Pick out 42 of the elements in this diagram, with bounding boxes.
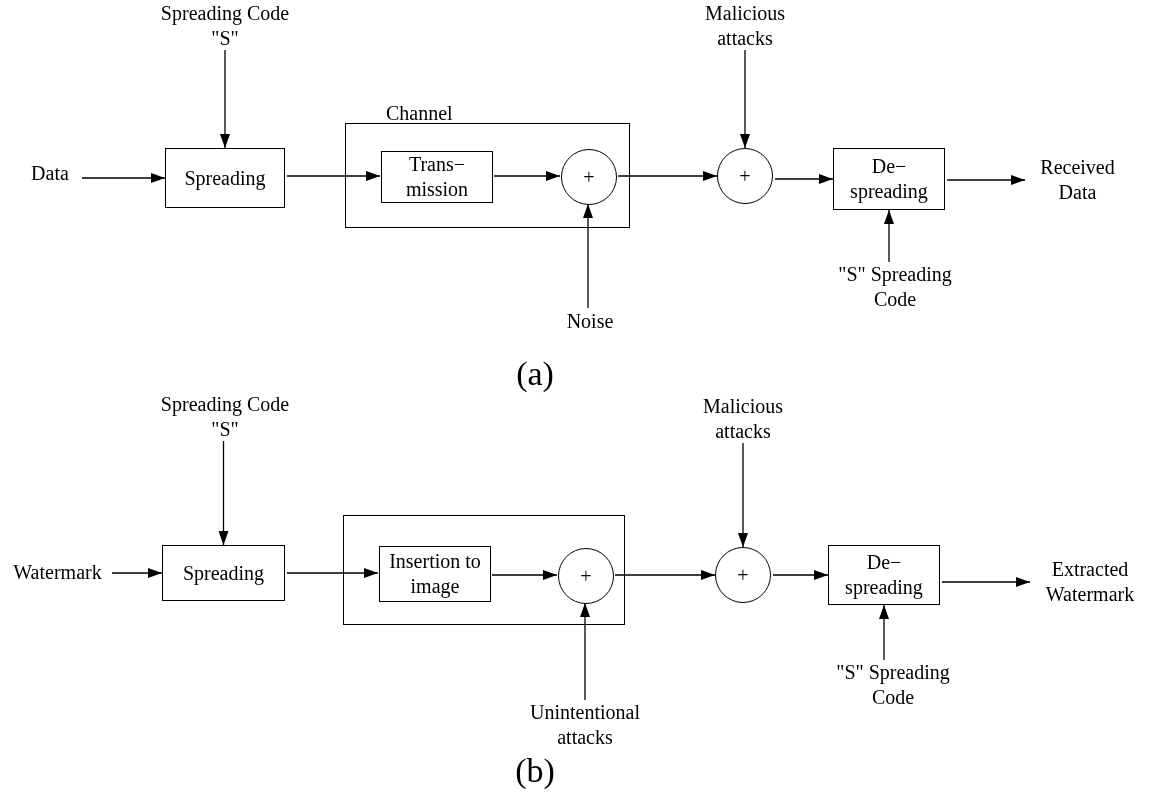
text-label: "S" Spreading Code xyxy=(818,660,968,710)
arrow xyxy=(879,604,889,661)
text-label: "S" Spreading Code xyxy=(820,262,970,312)
text-label: Unintentional attacks xyxy=(520,700,650,750)
arrow xyxy=(738,442,748,548)
process-box: De− spreading xyxy=(833,148,945,210)
arrow xyxy=(111,568,163,578)
process-box: De− spreading xyxy=(828,545,940,605)
process-box: Insertion to image xyxy=(379,546,491,602)
panel-label: (b) xyxy=(514,751,556,791)
arrow xyxy=(218,440,229,546)
arrow xyxy=(491,570,558,580)
arrow xyxy=(772,570,829,580)
text-label: Watermark xyxy=(5,559,110,585)
arrow xyxy=(493,171,561,181)
text-label: Noise xyxy=(555,308,625,334)
text-label: Received Data xyxy=(1025,155,1130,205)
arrow xyxy=(614,570,716,580)
panel-label: (a) xyxy=(515,354,555,394)
text-label: Malicious attacks xyxy=(690,2,800,50)
text-label: Extracted Watermark xyxy=(1030,557,1150,607)
arrow xyxy=(286,171,381,181)
arrow xyxy=(583,203,593,309)
text-label: Spreading Code "S" xyxy=(150,393,300,441)
arrow xyxy=(81,173,166,183)
text-label: Spreading Code "S" xyxy=(150,2,300,50)
process-box: Trans− mission xyxy=(381,151,493,203)
text-label: Data xyxy=(20,160,80,186)
group-box xyxy=(343,515,625,625)
arrow xyxy=(740,49,750,149)
arrow xyxy=(220,49,230,149)
process-box: Spreading xyxy=(162,545,285,601)
group-heading: Channel xyxy=(386,101,453,126)
arrow xyxy=(580,602,590,701)
arrow xyxy=(941,577,1031,587)
arrow xyxy=(617,171,718,181)
arrow xyxy=(774,174,834,184)
arrow xyxy=(884,209,894,263)
text-label: Malicious attacks xyxy=(688,395,798,443)
arrow xyxy=(946,175,1026,185)
arrow xyxy=(286,568,379,578)
process-box: Spreading xyxy=(165,148,285,208)
